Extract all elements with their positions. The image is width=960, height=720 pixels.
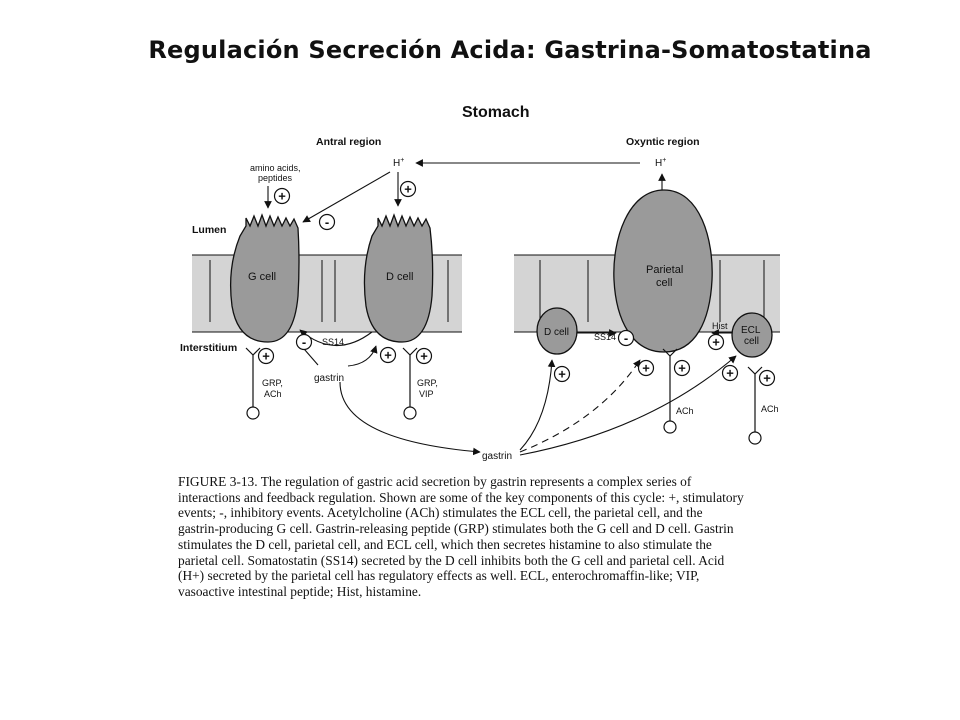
caption-line: vasoactive intestinal peptide; Hist, his… [178, 583, 422, 599]
figure-caption: FIGURE 3-13. The regulation of gastric a… [178, 474, 798, 600]
svg-text:+: + [420, 349, 428, 364]
svg-text:+: + [404, 182, 412, 197]
gastrin-oxyntic-d-plus-sign: + [553, 365, 571, 383]
caption-line: parietal cell. Somatostatin (SS14) secre… [178, 552, 725, 568]
circulating-gastrin-label: gastrin [482, 451, 512, 462]
parietal-cell-label-1: Parietal [646, 264, 683, 276]
grp-ach-plus-sign: + [257, 347, 275, 365]
oxyntic-d-cell [536, 307, 578, 355]
ecl-ach-label: ACh [761, 404, 779, 414]
hist-label: Hist [712, 321, 728, 331]
svg-text:+: + [712, 335, 720, 350]
g-cell-receptor [245, 347, 261, 420]
slide-title: Regulación Secreción Acida: Gastrina-Som… [148, 36, 872, 64]
ecl-receptor [747, 366, 763, 445]
oxyntic-d-cell-label: D cell [544, 327, 569, 338]
svg-text:+: + [678, 361, 686, 376]
ecl-cell-label-2: cell [744, 336, 759, 347]
ach-parietal-plus-sign: + [673, 359, 691, 377]
svg-text:+: + [726, 366, 734, 381]
interstitium-label: Interstitium [180, 342, 237, 354]
h-g-cell-minus-sign: - [318, 213, 336, 231]
parietal-ach-label: ACh [676, 406, 694, 416]
ecl-cell [731, 312, 773, 358]
stomach-heading: Stomach [462, 104, 530, 121]
antral-d-receptor [402, 347, 418, 420]
caption-line: events; -, inhibitory events. Acetylchol… [178, 505, 703, 521]
lumen-label: Lumen [192, 224, 226, 236]
oxyntic-region-label: Oxyntic region [626, 136, 700, 148]
gastrin-label: gastrin [314, 373, 344, 384]
parietal-cell-label-2: cell [656, 277, 673, 289]
caption-line: stimulates the D cell, parietal cell, an… [178, 536, 712, 552]
gastrin-to-d-cell-arrow [347, 345, 378, 367]
antral-h-plus: H+ [393, 157, 404, 169]
oxyntic-h-plus: H+ [655, 157, 666, 169]
svg-text:+: + [278, 189, 286, 204]
grp-vip-plus-sign: + [415, 347, 433, 365]
caption-line: gastrin-producing G cell. Gastrin-releas… [178, 521, 734, 537]
parietal-receptor [662, 348, 678, 434]
svg-text:-: - [325, 215, 329, 230]
g-cell-label: G cell [248, 271, 276, 283]
antral-ss14-label: SS14 [322, 337, 344, 347]
svg-text:+: + [763, 371, 771, 386]
antral-d-cell-label: D cell [386, 271, 414, 283]
grp-ach-label-2: ACh [264, 389, 282, 399]
caption-line: FIGURE 3-13. The regulation of gastric a… [178, 474, 692, 489]
svg-text:+: + [384, 348, 392, 363]
g-cell [230, 213, 300, 343]
gastrin-d-cell-plus-sign: + [379, 346, 397, 364]
antral-region-label: Antral region [316, 136, 381, 148]
hist-plus-sign: + [707, 333, 725, 351]
oxyntic-ss14-label: SS14 [594, 332, 616, 342]
grp-vip-label-2: VIP [419, 389, 434, 399]
ecl-cell-label-1: ECL [741, 325, 761, 336]
svg-text:+: + [558, 367, 566, 382]
gastrin-parietal-plus-sign: + [637, 359, 655, 377]
svg-text:+: + [642, 361, 650, 376]
caption-line: interactions and feedback regulation. Sh… [178, 489, 744, 505]
gastrin-to-parietal-arrow [519, 359, 641, 453]
h-d-cell-plus-sign: + [399, 180, 417, 198]
amino-acids-plus-sign: + [273, 187, 291, 205]
amino-acids-label-2: peptides [258, 173, 293, 183]
parietal-cell [613, 189, 713, 353]
ss14-parietal-minus-sign: - [617, 329, 635, 347]
ach-ecl-plus-sign: + [758, 369, 776, 387]
svg-text:+: + [262, 349, 270, 364]
h-inhibit-g-cell-arrow [302, 171, 391, 223]
ss14-g-cell-minus-sign: - [295, 333, 313, 351]
svg-text:-: - [302, 335, 306, 350]
svg-text:-: - [624, 331, 628, 346]
gastrin-to-oxyntic-d-arrow [519, 359, 556, 451]
gastrin-to-ecl-arrow [519, 355, 737, 456]
gastrin-circulation-arrow [339, 381, 481, 456]
grp-ach-label-1: GRP, [262, 378, 283, 388]
caption-line: (H+) secreted by the parietal cell has r… [178, 568, 700, 584]
gastrin-ecl-plus-sign: + [721, 364, 739, 382]
grp-vip-label-1: GRP, [417, 378, 438, 388]
antral-d-cell [363, 213, 434, 343]
amino-acids-label-1: amino acids, [250, 163, 301, 173]
